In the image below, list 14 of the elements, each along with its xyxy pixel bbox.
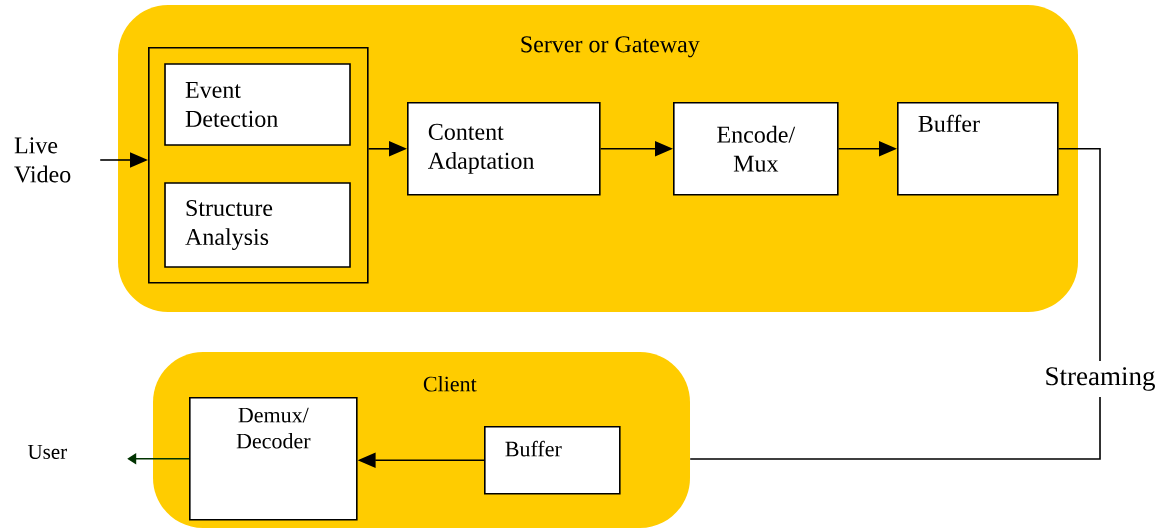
frame-box — [148, 47, 369, 284]
connector-line — [1057, 148, 1101, 362]
text-label: User — [27, 445, 67, 459]
process-box: Demux/ Decoder — [189, 397, 358, 521]
process-box: Buffer — [484, 426, 621, 495]
process-box: Structure Analysis — [164, 182, 351, 268]
text-label: Streaming — [1046, 367, 1155, 391]
text-label: Live Video — [14, 137, 71, 183]
arrow — [127, 453, 190, 465]
process-box: Content Adaptation — [407, 102, 601, 196]
connector-line — [689, 396, 1101, 460]
process-box: Event Detection — [164, 63, 351, 146]
process-box: Buffer — [897, 102, 1059, 196]
process-box: Encode/ Mux — [673, 102, 839, 196]
